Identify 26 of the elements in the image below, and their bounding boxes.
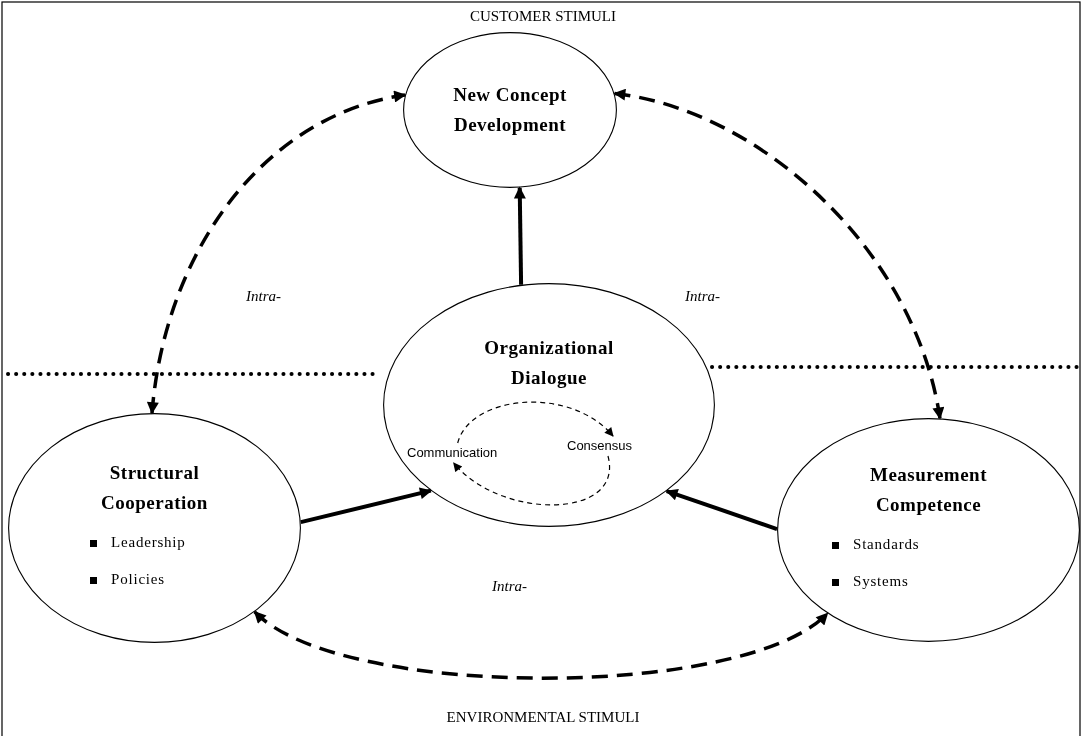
ellipse-node [777, 418, 1080, 642]
node-text: Communication [407, 445, 498, 461]
node-title: Structural Cooperation [100, 461, 209, 515]
region-label: CUSTOMER STIMULI [470, 8, 616, 25]
node-title: Measurement Competence [869, 463, 988, 517]
arrow [513, 186, 526, 285]
node-text: Consensus [567, 438, 633, 454]
flow-label: Intra- [685, 288, 720, 305]
region-label: ENVIRONMENTAL STIMULI [446, 709, 640, 726]
bullet-item: Systems [832, 563, 920, 600]
node-title: Organizational Dialogue [483, 336, 615, 390]
ellipse-node [403, 32, 617, 188]
arrow [665, 488, 778, 531]
flow-label: Intra- [246, 288, 281, 305]
arrow [613, 89, 944, 420]
bullet-item: Standards [832, 526, 920, 563]
ellipse-node [8, 413, 301, 643]
arrow [253, 610, 829, 680]
arrow [457, 401, 614, 444]
arrow [453, 455, 610, 506]
bullet-item: Leadership [90, 524, 186, 561]
node-title: New Concept Development [452, 83, 568, 137]
flow-label: Intra- [492, 578, 527, 595]
arrow [300, 487, 432, 525]
arrow [147, 91, 407, 415]
bullet-item: Policies [90, 561, 186, 598]
